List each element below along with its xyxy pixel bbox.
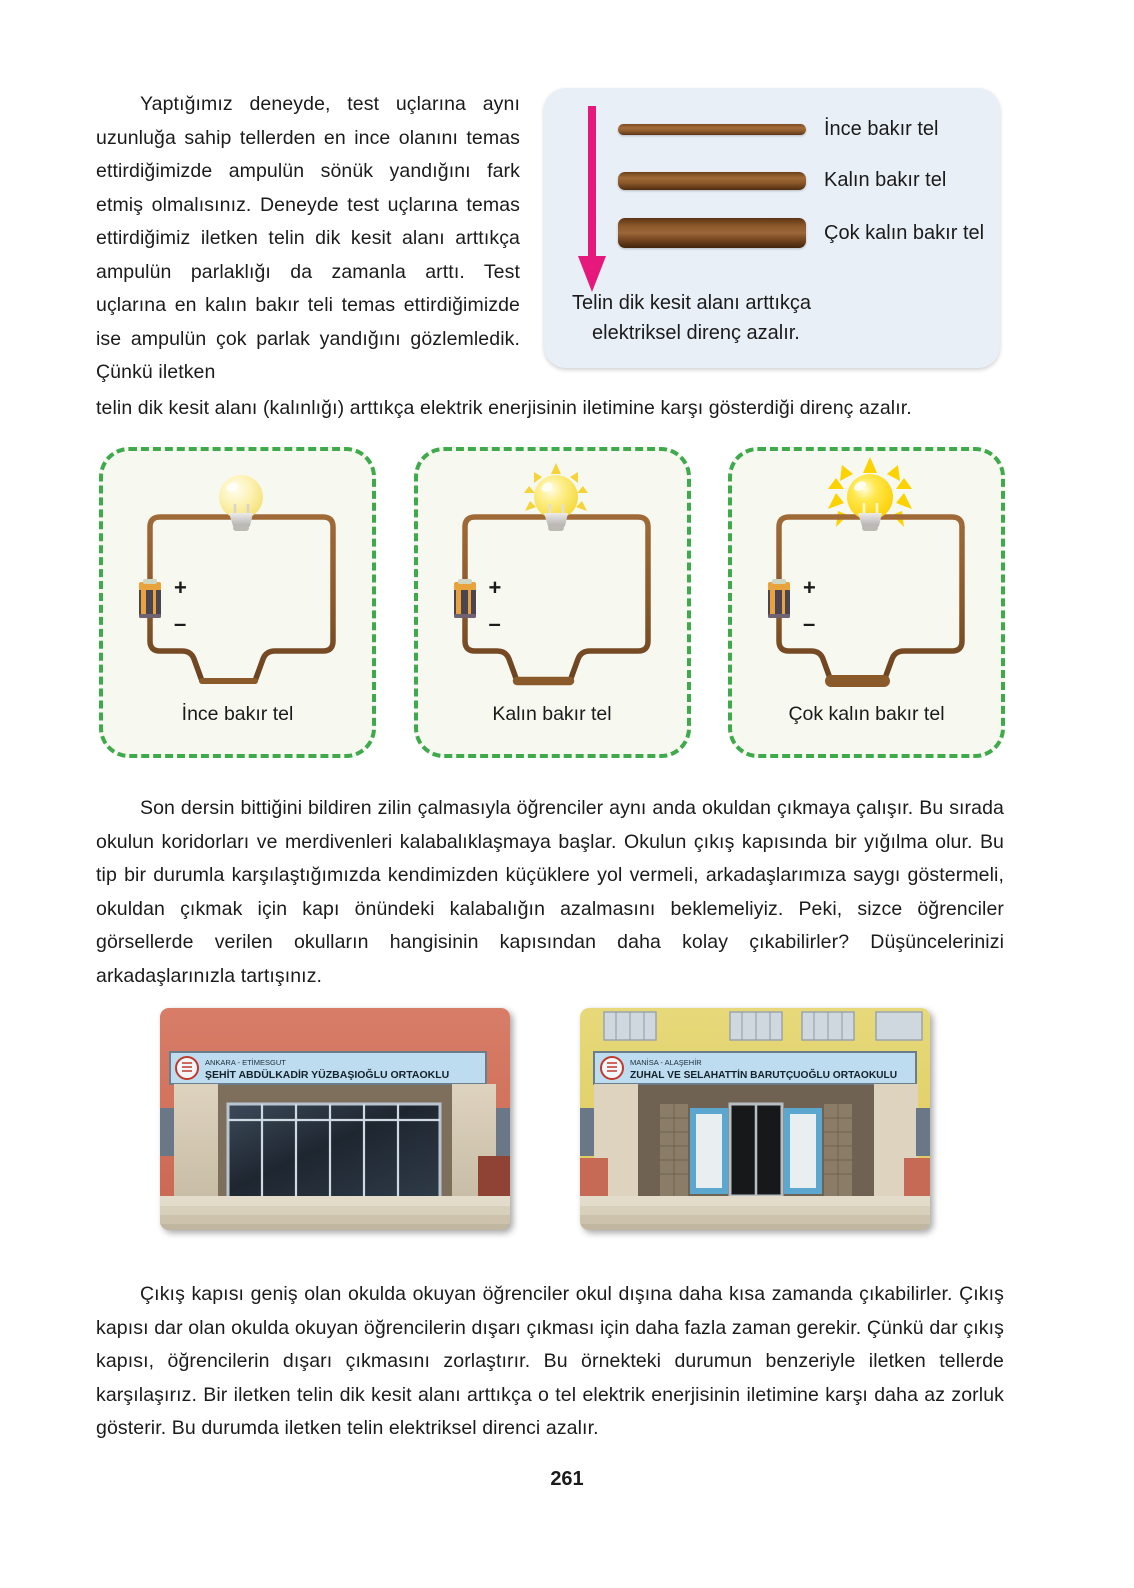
battery-icon	[453, 579, 476, 618]
very-thick-wire-icon	[618, 218, 806, 248]
battery-minus-label: –	[174, 611, 187, 636]
battery-plus-label: +	[174, 575, 187, 600]
sign-name-text-1: ŞEHİT ABDÜLKADİR YÜZBAŞIOĞLU ORTAOKLU	[205, 1068, 449, 1081]
very-thick-wire-label: Çok kalın bakır tel	[824, 221, 985, 244]
circuit-label-thick: Kalın bakır tel	[492, 703, 612, 725]
circuit-diagram-thin	[139, 475, 336, 684]
circuit-diagram-very-thick	[768, 457, 965, 687]
sign-city-text-1: ANKARA - ETİMESGUT	[205, 1058, 286, 1067]
thick-wire-icon	[618, 171, 806, 190]
wire-row-very-thick: Çok kalın bakır tel	[618, 218, 984, 248]
closing-paragraph: Çıkış kapısı geniş olan okulda okuyan öğ…	[96, 1283, 1004, 1439]
thin-wire-icon	[618, 124, 806, 135]
school-photo-group: ANKARA - ETİMESGUT ŞEHİT ABDÜLKADİR YÜZB…	[160, 1008, 950, 1233]
page-number: 261	[550, 1468, 584, 1490]
battery-minus-label: –	[488, 611, 501, 636]
circuit-label-thin: İnce bakır tel	[181, 703, 294, 725]
wire-row-thick: Kalın bakır tel	[618, 169, 946, 192]
info-caption-line-1: Telin dik kesit alanı arttıkça	[572, 292, 811, 314]
thick-wire-label: Kalın bakır tel	[824, 169, 947, 191]
intro-paragraph: Yaptığımız deneyde, test uçlarına aynı u…	[96, 93, 520, 383]
circuit-diagram-thick	[453, 463, 651, 686]
school-photo-wide-entrance: ANKARA - ETİMESGUT ŞEHİT ABDÜLKADİR YÜZB…	[160, 1008, 510, 1230]
bulb-rays-medium	[523, 463, 588, 511]
info-box: İnce bakır tel Kalın bakır tel Çok kalın…	[544, 88, 1000, 368]
school-photo-narrow-entrance: MANİSA - ALAŞEHİR ZUHAL VE SELAHATTİN BA…	[580, 1008, 930, 1230]
battery-icon	[139, 579, 161, 618]
battery-plus-label: +	[488, 575, 502, 600]
circuit-panel-very-thick: Çok kalın bakır tel + –	[728, 447, 1005, 758]
battery-plus-label: +	[803, 575, 816, 600]
light-bulb-icon-bright	[847, 474, 893, 531]
intro-paragraph-tail: telin dik kesit alanı (kalınlığı) arttık…	[96, 397, 912, 419]
info-box-caption: Telin dik kesit alanı arttıkça elektriks…	[572, 288, 972, 348]
circuit-label-very-thick: Çok kalın bakır tel	[788, 703, 945, 725]
down-arrow-icon	[574, 104, 610, 294]
info-caption-line-2: elektriksel direnç azalır.	[592, 322, 800, 344]
battery-icon	[768, 579, 790, 618]
middle-paragraph: Son dersin bittiğini bildiren zilin çalm…	[96, 797, 1004, 987]
thin-wire-label: İnce bakır tel	[824, 118, 939, 140]
battery-minus-label: –	[803, 611, 816, 636]
circuit-panel-thick: Kalın bakır tel + –	[413, 447, 691, 758]
sign-city-text-2: MANİSA - ALAŞEHİR	[630, 1058, 702, 1067]
light-bulb-icon-dim	[219, 475, 263, 531]
circuit-panel-group: İnce bakır tel + –	[99, 447, 1005, 758]
sign-name-text-2: ZUHAL VE SELAHATTİN BARUTÇUOĞLU ORTAOKUL…	[630, 1068, 897, 1081]
light-bulb-icon-medium	[533, 475, 578, 531]
wire-row-thin: İnce bakır tel	[618, 118, 939, 141]
circuit-panel-thin: İnce bakır tel + –	[99, 447, 376, 758]
